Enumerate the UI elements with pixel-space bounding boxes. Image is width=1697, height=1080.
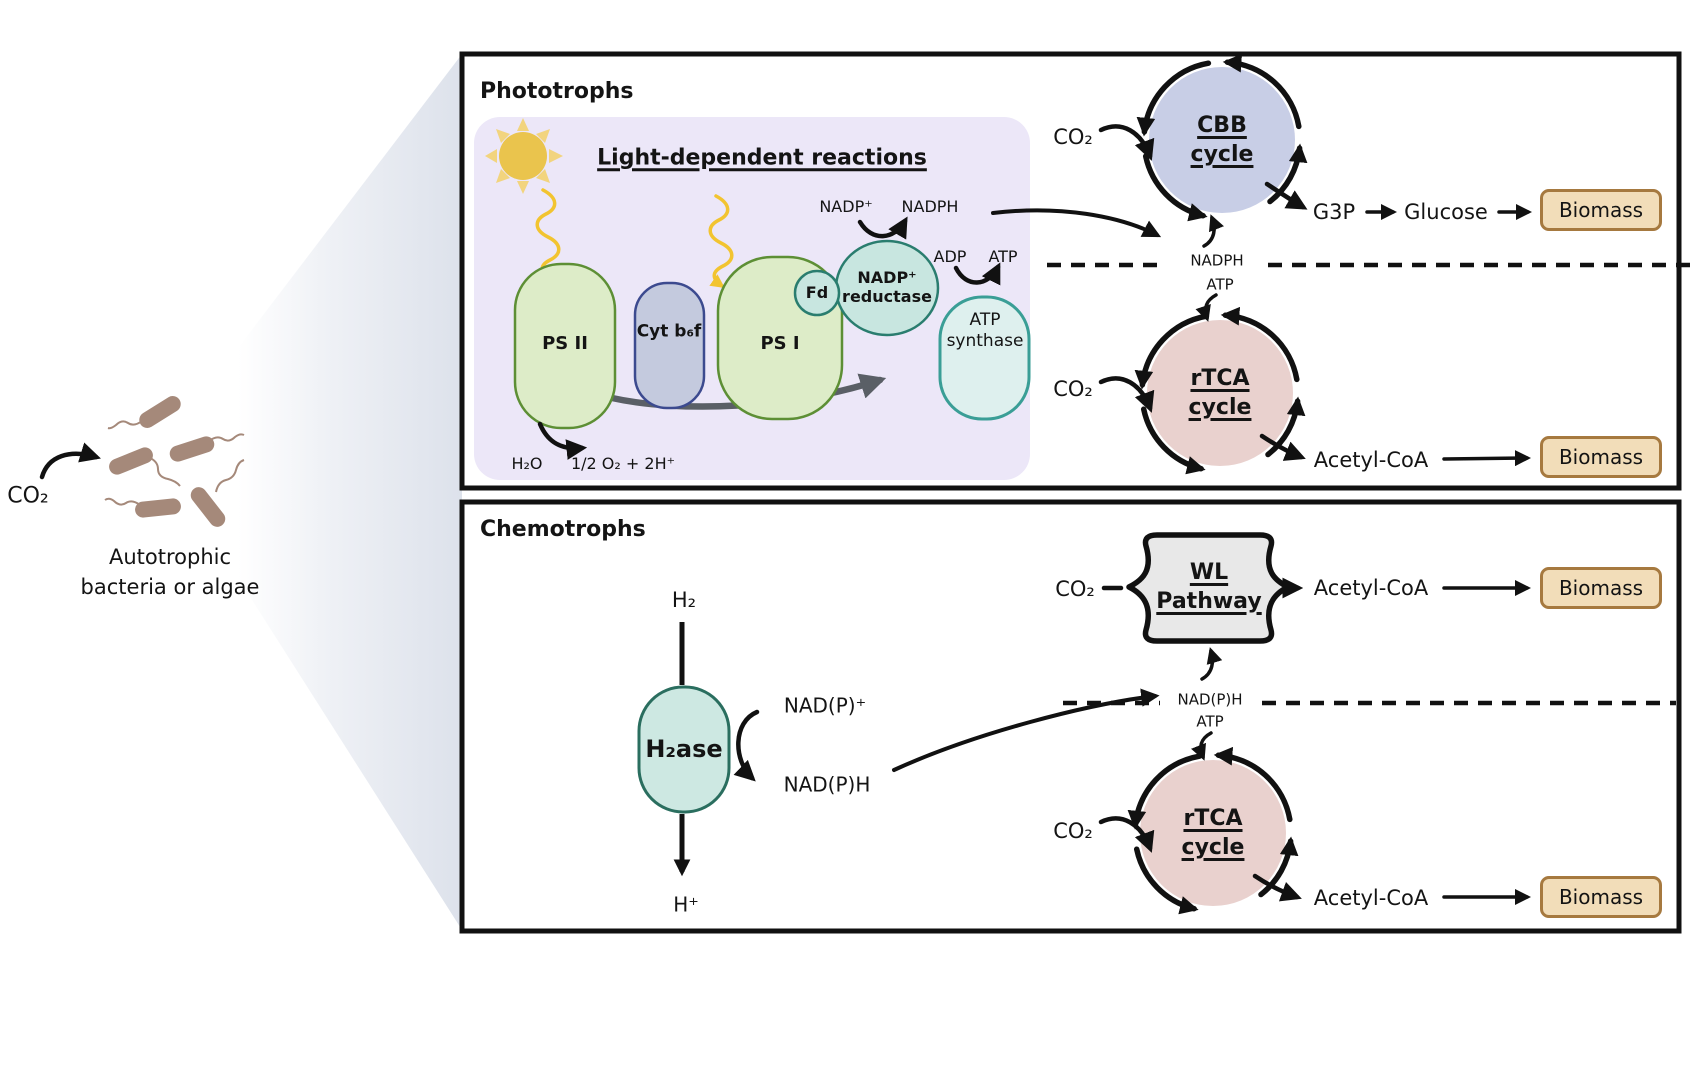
junction-to-rtca-arrow-chemotrophs	[1191, 731, 1213, 761]
o2-label: 1/2 O₂ + 2H⁺	[570, 454, 676, 473]
co2-label-rtca-phototrophs: CO₂	[1053, 376, 1093, 401]
bacterium-icon	[169, 436, 215, 462]
bacteria-caption: Autotrophic bacteria or algae	[80, 545, 260, 599]
acetylcoa-to-biomass-arrow-1	[1442, 450, 1532, 467]
wl-pathway-icon	[1126, 532, 1291, 644]
adp-to-atp-arrow	[953, 262, 1001, 286]
glucose-label: Glucose	[1404, 199, 1488, 224]
flagellum	[104, 497, 141, 506]
fd-label: Fd	[805, 283, 829, 302]
flagellum	[107, 420, 143, 430]
adp-label: ADP	[933, 247, 967, 266]
rtca-cycle-icon-phototrophs	[1134, 306, 1306, 475]
biomass-box-rtca-chemotrophs: Biomass	[1540, 876, 1662, 918]
acetylcoa-label-wl: Acetyl-CoA	[1313, 575, 1429, 600]
atp-label: ATP	[988, 247, 1018, 266]
nadph-label: NADPH	[901, 197, 959, 216]
junction-atp-label-chemotrophs: ATP	[1196, 712, 1224, 731]
atp-synthase-complex	[938, 295, 1031, 421]
light-reactions-title: Light-dependent reactions	[597, 145, 927, 171]
flagellum	[215, 459, 245, 493]
cbb-cycle-label: CBB cycle	[1190, 113, 1254, 167]
ps1-label: PS I	[760, 332, 800, 354]
h2ase-enzyme	[637, 685, 731, 814]
nadp-to-nadph-arrow	[857, 216, 908, 240]
nadph-to-junction-arrow	[991, 208, 1162, 238]
bacterium-icon	[135, 498, 181, 518]
bacteria-cluster	[104, 396, 245, 527]
flagellum	[147, 456, 181, 487]
biomass-box-wl: Biomass	[1540, 567, 1662, 609]
zoom-funnel-beam	[238, 54, 462, 930]
cyt-b6f-label: Cyt b₆f	[636, 321, 702, 342]
nadp-plus-label-chemotrophs: NAD(P)⁺	[783, 693, 867, 718]
nadph-label-chemotrophs: NAD(P)H	[783, 772, 871, 797]
nadph-to-junction-arrow-chemotrophs	[892, 688, 1160, 772]
co2-into-rtca-arrow-phototrophs	[1098, 376, 1155, 413]
co2-to-bacteria-arrow	[39, 442, 101, 480]
sun-icon	[485, 118, 563, 194]
nadp-reductase-label: NADP⁺ reductase	[842, 268, 932, 306]
junction-to-wl-arrow	[1200, 647, 1223, 681]
co2-label-rtca-chemotrophs: CO₂	[1053, 818, 1093, 843]
chemotrophs-title: Chemotrophs	[480, 517, 646, 542]
acetylcoa-label-rtca-chemotrophs: Acetyl-CoA	[1313, 885, 1429, 910]
junction-to-rtca-arrow-phototrophs	[1195, 293, 1218, 322]
atp-synthase-label: ATP synthase	[946, 310, 1024, 351]
h2ase-label: H₂ase	[645, 735, 723, 763]
rtca-to-acetylcoa-arrow-phototrophs	[1259, 433, 1306, 461]
co2-label-wl: CO₂	[1055, 576, 1095, 601]
g3p-label: G3P	[1312, 199, 1356, 224]
rtca-cycle-label-phototrophs: rTCA cycle	[1188, 366, 1252, 420]
flow-arrows	[1365, 203, 1533, 906]
nadp-plus-label: NADP⁺	[819, 197, 873, 216]
co2-label-source: CO₂	[7, 483, 49, 509]
bacterium-icon	[190, 487, 226, 527]
wl-pathway-label: WL Pathway	[1156, 560, 1262, 614]
co2-into-rtca-arrow-chemotrophs	[1098, 816, 1155, 853]
junction-to-cbb-arrow	[1202, 214, 1224, 248]
h2-label: H₂	[671, 587, 697, 612]
fd-carrier	[793, 269, 841, 317]
co2-into-cbb-arrow	[1098, 124, 1155, 161]
junction-nadph-label-chemotrophs: NAD(P)H	[1177, 690, 1243, 709]
flagellum	[208, 433, 245, 442]
phototrophs-title: Phototrophs	[480, 79, 634, 104]
biomass-box-rtca-phototrophs: Biomass	[1540, 436, 1662, 478]
nadp-to-nadph-arrow-chemotrophs	[733, 709, 760, 782]
acetylcoa-label-rtca-phototrophs: Acetyl-CoA	[1313, 447, 1429, 472]
light-wave-icon	[708, 194, 734, 289]
ps2-complex	[513, 262, 617, 430]
rtca-to-acetylcoa-arrow-chemotrophs	[1252, 873, 1302, 902]
rtca-cycle-label-chemotrophs: rTCA cycle	[1181, 806, 1245, 860]
bacterium-icon	[109, 447, 153, 475]
bacterium-icon	[139, 396, 181, 428]
biomass-box-cbb: Biomass	[1540, 189, 1662, 231]
cbb-cycle-icon	[1136, 53, 1308, 222]
junction-atp-label-phototrophs: ATP	[1206, 275, 1234, 294]
cbb-to-g3p-arrow	[1264, 181, 1308, 210]
h-plus-label: H⁺	[673, 892, 699, 917]
co2-label-cbb: CO₂	[1053, 124, 1093, 149]
cyt-b6f-complex	[633, 281, 706, 410]
ps2-label: PS II	[542, 332, 588, 354]
h2o-label: H₂O	[511, 454, 543, 473]
junction-nadph-label-phototrophs: NADPH	[1190, 251, 1244, 270]
h2o-split-arrow	[537, 421, 588, 460]
rtca-cycle-icon-chemotrophs	[1127, 746, 1299, 915]
